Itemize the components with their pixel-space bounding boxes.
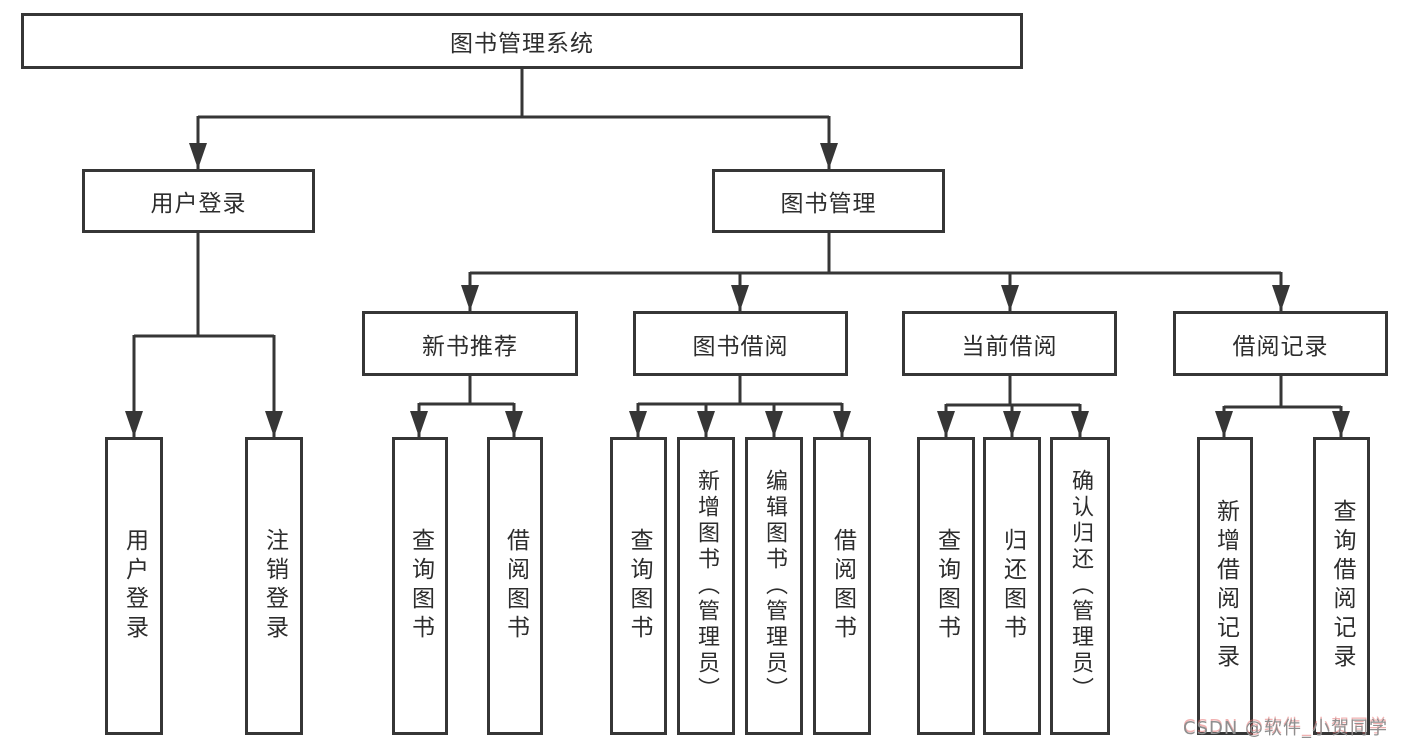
leaf-user-login: 用户登录 xyxy=(105,437,163,735)
node-root-label: 图书管理系统 xyxy=(450,31,594,57)
node-user-login: 用户登录 xyxy=(82,169,315,233)
leaf-query-books-currentgroup: 查询图书 xyxy=(917,437,975,735)
leaf-logout-label: 注销登录 xyxy=(261,528,288,644)
leaf-return-book: 归还图书 xyxy=(983,437,1041,735)
csdn-watermark: CSDN @软件_小贺同学 xyxy=(1183,718,1389,739)
leaf-borrow-books-newgroup: 借阅图书 xyxy=(487,437,543,735)
leaf-return-book-label: 归还图书 xyxy=(999,528,1026,644)
leaf-query-borrow-record-label: 查询借阅记录 xyxy=(1329,499,1355,673)
leaf-user-login-label: 用户登录 xyxy=(121,528,148,644)
leaf-confirm-return-admin-label: 确认归还（管理员） xyxy=(1068,469,1093,703)
leaf-query-books-newgroup: 查询图书 xyxy=(392,437,448,735)
leaf-logout: 注销登录 xyxy=(245,437,303,735)
node-new-books-label: 新书推荐 xyxy=(422,333,518,360)
node-user-login-label: 用户登录 xyxy=(150,191,247,217)
leaf-query-books-borrowgroup: 查询图书 xyxy=(610,437,667,735)
node-root: 图书管理系统 xyxy=(21,13,1023,69)
leaf-borrow-books-newgroup-label: 借阅图书 xyxy=(502,528,529,644)
node-current-label: 当前借阅 xyxy=(961,333,1058,360)
wire-borrowing-children xyxy=(629,376,851,437)
node-current: 当前借阅 xyxy=(902,311,1117,376)
leaf-add-book-admin-label: 新增图书（管理员） xyxy=(694,469,719,703)
wire-records-children xyxy=(1215,376,1350,437)
wire-new-books-children xyxy=(410,376,523,437)
leaf-edit-book-admin: 编辑图书（管理员） xyxy=(745,437,803,735)
wire-root-to-level2 xyxy=(189,69,838,169)
leaf-borrow-books-borrowgroup: 借阅图书 xyxy=(813,437,871,735)
leaf-query-books-currentgroup-label: 查询图书 xyxy=(933,528,960,644)
leaf-query-borrow-record: 查询借阅记录 xyxy=(1313,437,1370,735)
leaf-add-borrow-record: 新增借阅记录 xyxy=(1197,437,1253,735)
wire-current-children xyxy=(937,376,1089,437)
leaf-add-book-admin: 新增图书（管理员） xyxy=(677,437,735,735)
leaf-add-borrow-record-label: 新增借阅记录 xyxy=(1212,499,1239,673)
wire-user-login-children xyxy=(125,233,283,437)
leaf-query-books-newgroup-label: 查询图书 xyxy=(407,528,434,644)
leaf-edit-book-admin-label: 编辑图书（管理员） xyxy=(762,469,787,703)
node-new-books: 新书推荐 xyxy=(362,311,578,376)
node-borrowing: 图书借阅 xyxy=(633,311,848,376)
leaf-query-books-borrowgroup-label: 查询图书 xyxy=(626,528,652,644)
node-records-label: 借阅记录 xyxy=(1232,333,1329,360)
node-records: 借阅记录 xyxy=(1173,311,1388,376)
node-book-mgmt-label: 图书管理 xyxy=(780,191,877,217)
leaf-confirm-return-admin: 确认归还（管理员） xyxy=(1050,437,1110,735)
leaf-borrow-books-borrowgroup-label: 借阅图书 xyxy=(829,528,856,644)
wire-book-mgmt-to-level3 xyxy=(461,233,1290,311)
node-book-mgmt: 图书管理 xyxy=(712,169,945,233)
node-borrowing-label: 图书借阅 xyxy=(692,333,789,360)
